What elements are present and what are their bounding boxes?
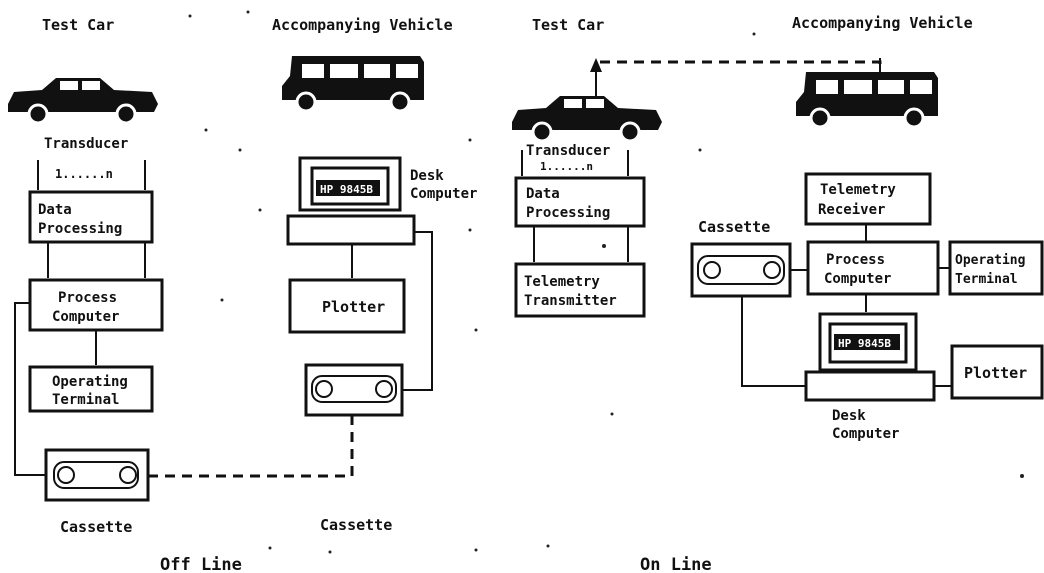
- on-line-channels-label: 1......n: [540, 160, 593, 173]
- arrow-up-icon: [590, 58, 602, 72]
- on-line-plotter-label: Plotter: [964, 364, 1027, 382]
- on-line-desk-computer-base: [806, 372, 934, 400]
- on-line-desk-computer-label-2: Computer: [832, 426, 899, 442]
- on-line-operating-terminal-label-1: Operating: [955, 253, 1025, 268]
- accompanying-van-icon: [282, 56, 424, 111]
- off-line-panel: Test Car Accompanying Vehicle Transducer…: [8, 16, 477, 573]
- connector-line: [742, 296, 806, 386]
- test-car-icon: [512, 96, 662, 141]
- on-line-test-car-title: Test Car: [532, 16, 604, 34]
- cassette-right-label: Cassette: [320, 516, 392, 534]
- offline-transfer-dashed-line: [148, 416, 352, 476]
- telemetry-receiver-label-1: Telemetry: [820, 182, 896, 198]
- channels-label: 1......n: [55, 167, 113, 181]
- off-line-test-car-title: Test Car: [42, 16, 114, 34]
- cassette-right-icon: [306, 365, 402, 415]
- off-line-vehicle-title: Accompanying Vehicle: [272, 16, 453, 34]
- process-computer-label-1: Process: [58, 290, 117, 306]
- off-line-caption: Off Line: [160, 555, 242, 573]
- desk-computer-label-2: Computer: [410, 186, 477, 202]
- telemetry-transmitter-label-2: Transmitter: [524, 293, 617, 309]
- telemetry-receiver-label-2: Receiver: [818, 202, 885, 218]
- on-line-desk-computer-monitor-icon: HP 9845B: [820, 314, 916, 370]
- transducer-label: Transducer: [44, 136, 128, 152]
- cassette-left-label: Cassette: [60, 518, 132, 536]
- desk-computer-label-1: Desk: [410, 168, 444, 184]
- test-car-icon: [8, 78, 158, 123]
- on-line-operating-terminal-label-2: Terminal: [955, 272, 1018, 287]
- data-processing-label-2: Processing: [38, 221, 122, 237]
- data-processing-label-1: Data: [38, 202, 72, 218]
- on-line-desk-computer-label-1: Desk: [832, 408, 866, 424]
- operating-terminal-label-2: Terminal: [52, 392, 119, 408]
- on-line-cassette-label: Cassette: [698, 218, 770, 236]
- on-line-data-processing-label-1: Data: [526, 186, 560, 202]
- on-line-data-processing-label-2: Processing: [526, 205, 610, 221]
- on-line-monitor-label: HP 9845B: [838, 337, 891, 350]
- telemetry-radio-link: [600, 62, 880, 70]
- on-line-transducer-label: Transducer: [526, 143, 610, 159]
- accompanying-van-icon: [796, 72, 938, 127]
- process-computer-label-2: Computer: [52, 309, 119, 325]
- on-line-vehicle-title: Accompanying Vehicle: [792, 14, 973, 32]
- on-line-caption: On Line: [640, 555, 712, 573]
- on-line-process-computer-label-1: Process: [826, 252, 885, 268]
- connector-line: [402, 232, 432, 390]
- plotter-label: Plotter: [322, 298, 385, 316]
- on-line-panel: Test Car Accompanying Vehicle Transducer…: [512, 14, 1042, 573]
- on-line-cassette-icon: [692, 244, 790, 296]
- telemetry-transmitter-label-1: Telemetry: [524, 274, 600, 290]
- desk-computer-base: [288, 216, 414, 244]
- operating-terminal-label-1: Operating: [52, 374, 128, 390]
- cassette-left-icon: [46, 450, 148, 500]
- desk-computer-monitor-icon: HP 9845B: [300, 158, 400, 210]
- on-line-process-computer-label-2: Computer: [824, 271, 891, 287]
- monitor-label: HP 9845B: [320, 183, 373, 196]
